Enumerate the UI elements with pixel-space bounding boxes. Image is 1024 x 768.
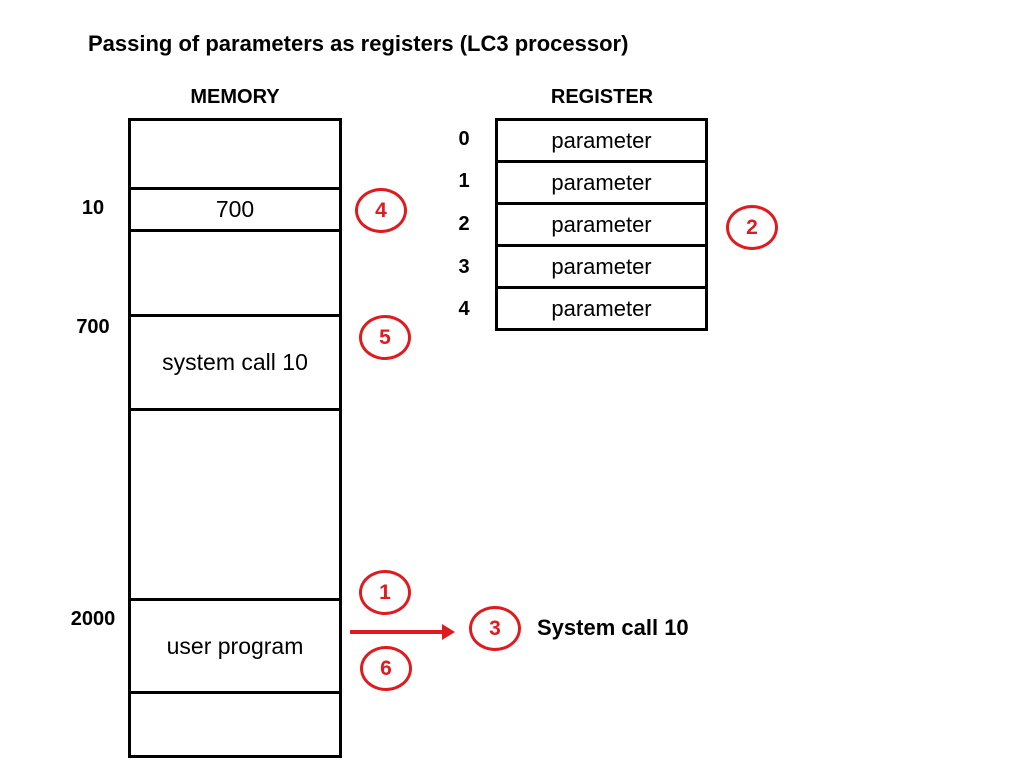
memory-cell-user-program: user program [131, 598, 339, 691]
register-index-column: 0 1 2 3 4 [440, 118, 488, 331]
memory-cell-empty [131, 121, 339, 187]
memory-cell-empty [131, 229, 339, 314]
step-circle-6: 6 [360, 646, 412, 691]
register-index-1: 1 [458, 170, 470, 193]
step-circle-2: 2 [726, 205, 778, 250]
memory-cell-700: 700 [131, 187, 339, 229]
register-cell-2: parameter [498, 202, 705, 244]
slide-title: Passing of parameters as registers (LC3 … [88, 31, 629, 56]
arrow-line [350, 630, 443, 634]
register-header: REGISTER [550, 86, 654, 108]
register-index-3: 3 [458, 255, 470, 278]
memory-cell-empty [131, 408, 339, 598]
step-circle-1: 1 [359, 570, 411, 615]
register-cell-1: parameter [498, 160, 705, 202]
arrow-head-icon [442, 624, 455, 640]
register-index-2: 2 [458, 212, 470, 235]
memory-column: 700 system call 10 user program [128, 118, 342, 758]
system-call-label: System call 10 [537, 615, 689, 640]
memory-cell-system-call: system call 10 [131, 314, 339, 408]
memory-address-2000: 2000 [70, 608, 116, 630]
register-cell-3: parameter [498, 244, 705, 286]
register-index-0: 0 [458, 127, 470, 150]
memory-address-10: 10 [81, 197, 105, 219]
memory-cell-empty [131, 691, 339, 755]
register-cell-0: parameter [551, 127, 652, 153]
step-circle-3: 3 [469, 606, 521, 651]
register-cell-4: parameter [498, 286, 705, 328]
step-circle-4: 4 [355, 188, 407, 233]
memory-header: MEMORY [190, 86, 280, 108]
register-table: parameter parameter parameter parameter … [495, 118, 708, 331]
memory-address-700: 700 [76, 316, 110, 338]
step-circle-5: 5 [359, 315, 411, 360]
register-index-4: 4 [458, 298, 470, 321]
